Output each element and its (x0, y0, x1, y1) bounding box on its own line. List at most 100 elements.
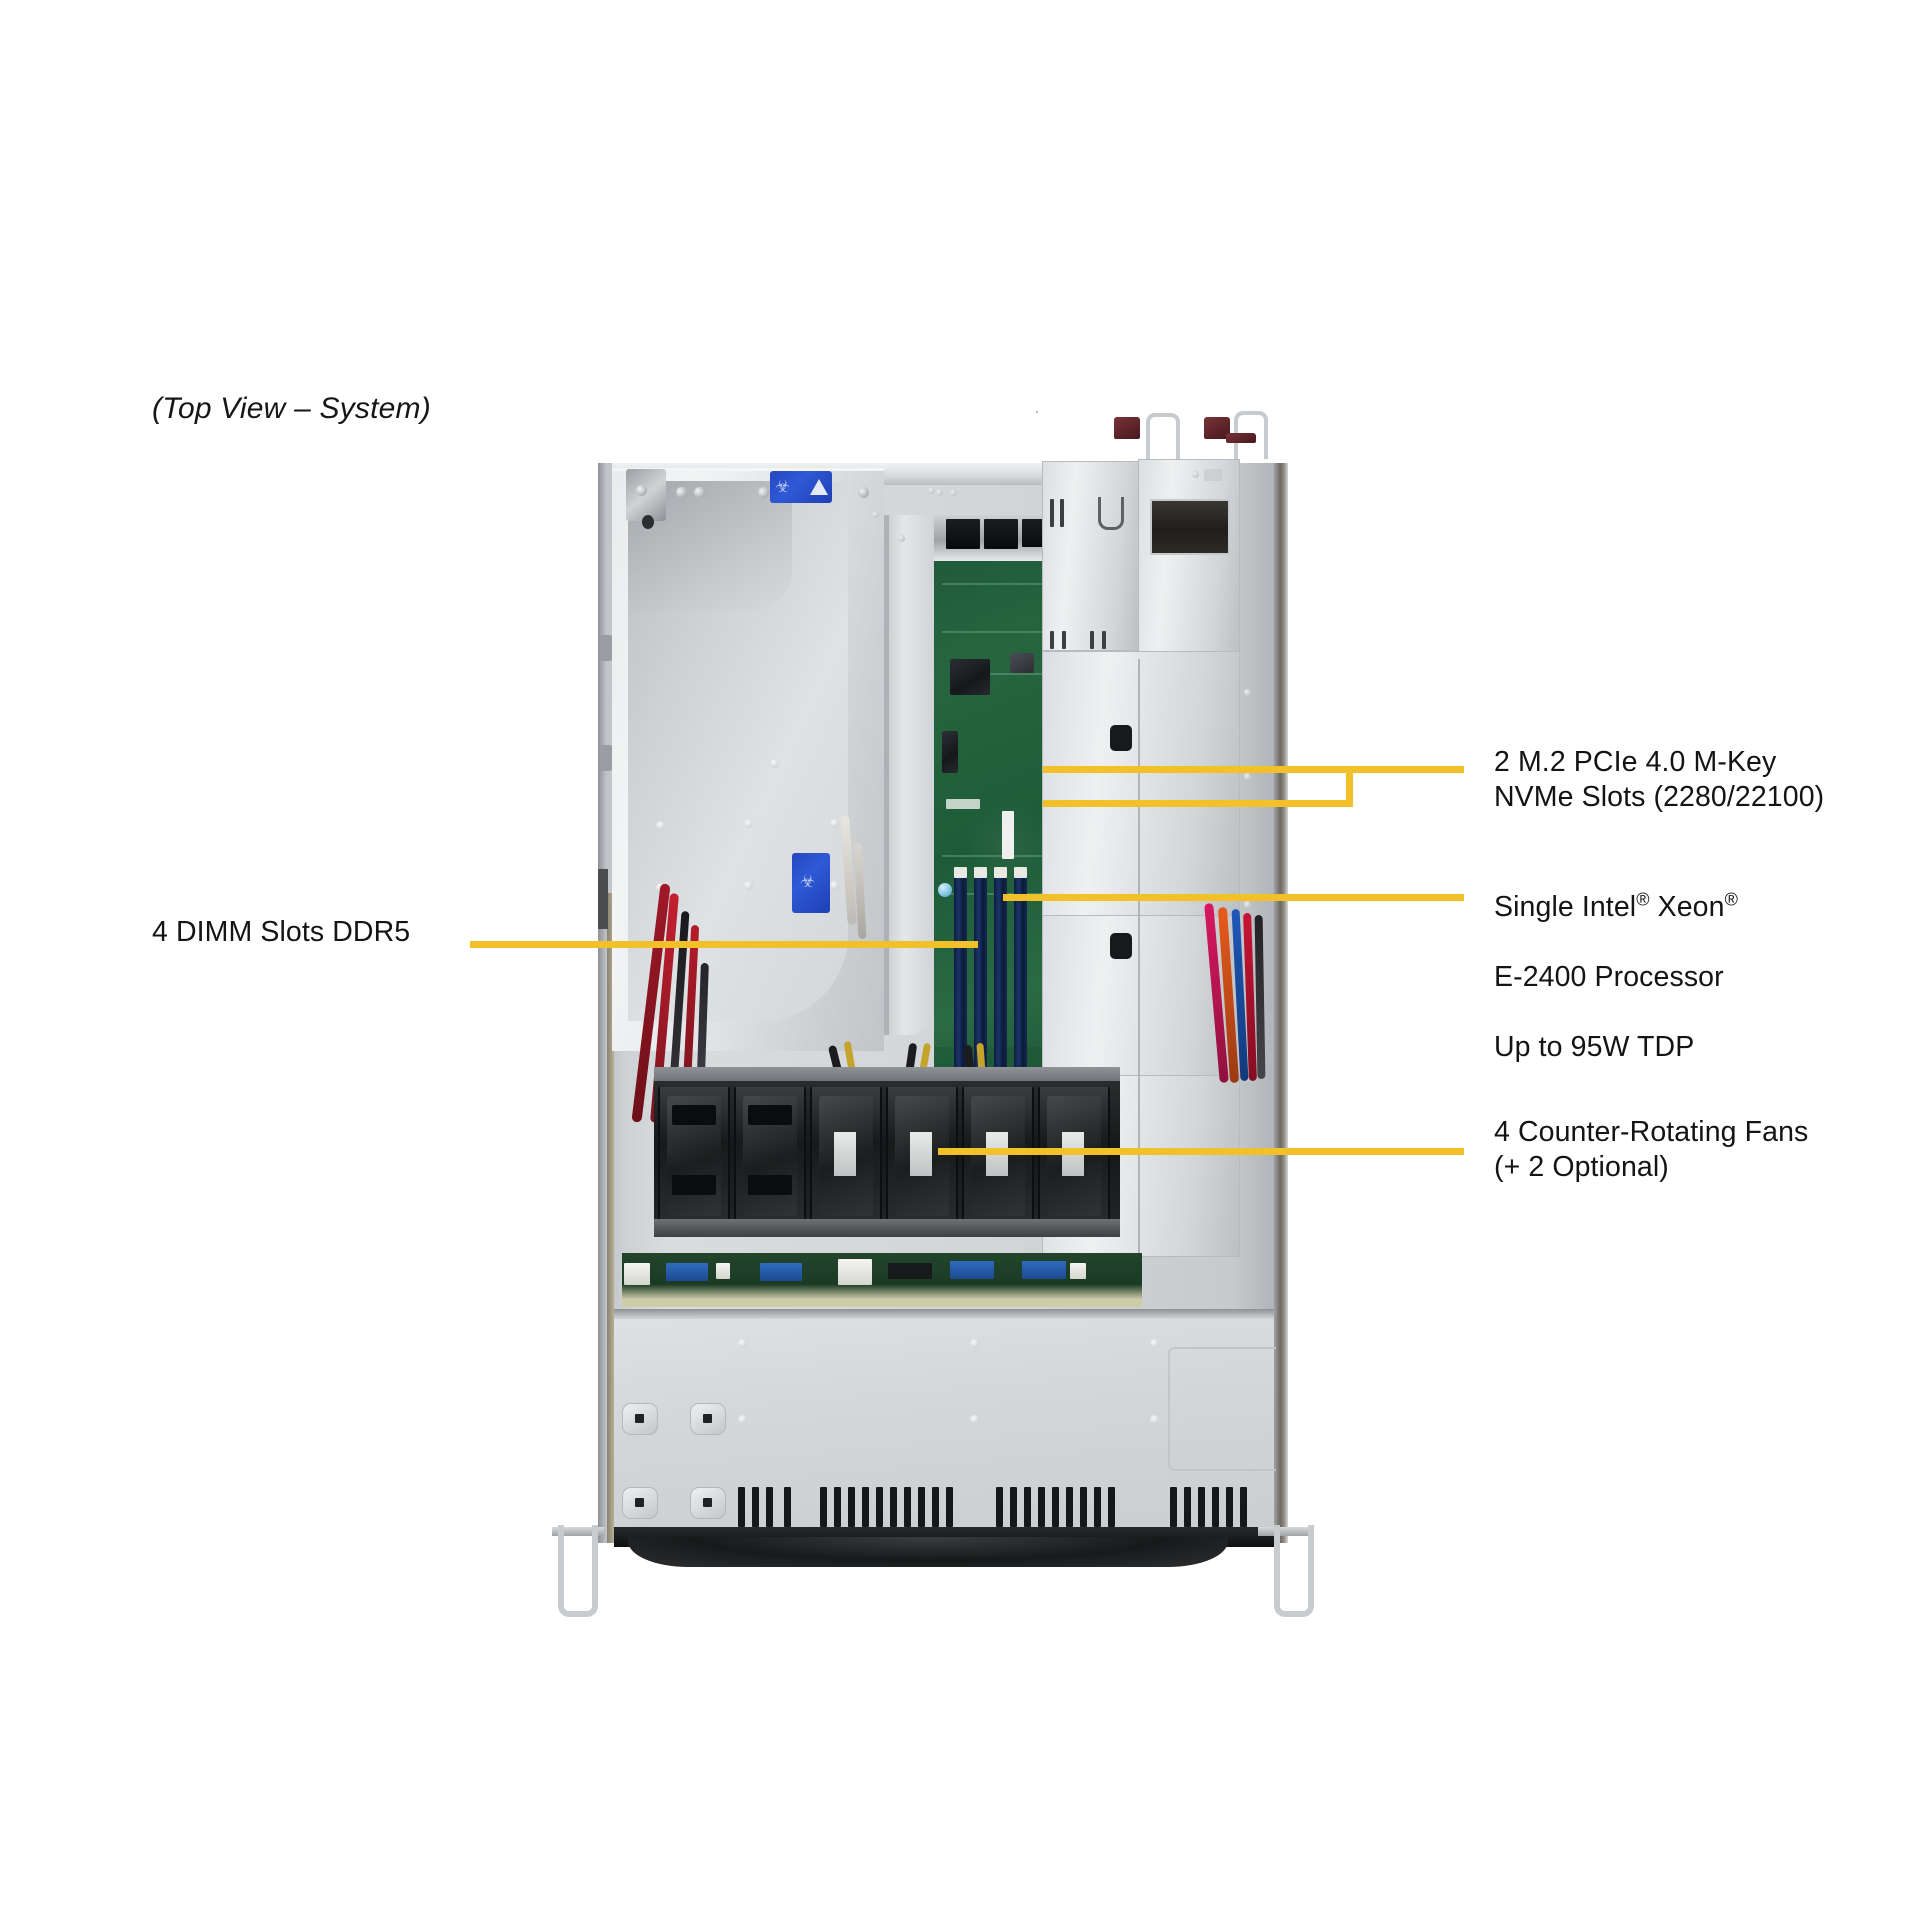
callout-label-m2: 2 M.2 PCIe 4.0 M-Key NVMe Slots (2280/22… (1494, 746, 1825, 813)
chassis-side-tab (600, 745, 612, 771)
dimm-slot (994, 877, 1007, 1109)
backplane-connector (1022, 1261, 1066, 1279)
front-vent (1052, 1487, 1059, 1527)
callout-label-fans: 4 Counter-Rotating Fans (+ 2 Optional) (1494, 1116, 1809, 1183)
warning-sticker-top: ☣ (770, 471, 832, 503)
leader-line-fans (938, 1148, 1464, 1155)
io-port (946, 519, 980, 549)
dimm-clip (974, 867, 987, 878)
front-vent (932, 1487, 939, 1527)
cover-dimple (830, 819, 839, 828)
rack-ear-right[interactable] (1274, 1525, 1314, 1617)
pan-dimple (970, 1339, 979, 1348)
front-bezel (628, 1537, 1228, 1567)
front-vent (862, 1487, 869, 1527)
cover-hinge-block (626, 469, 666, 521)
rack-ear-left[interactable] (558, 1525, 598, 1617)
screw (1192, 471, 1199, 478)
fan-cutout (748, 1105, 792, 1125)
front-vent (1226, 1487, 1233, 1527)
front-vent (946, 1487, 953, 1527)
pan-dimple (738, 1339, 747, 1348)
screw (928, 487, 935, 494)
air-shroud-wall-edge (884, 515, 889, 1035)
fan-module-3 (810, 1087, 882, 1227)
psu-release-arm (1226, 433, 1256, 443)
pan-tab-hole (703, 1498, 712, 1507)
screw (872, 511, 879, 518)
psu-vent (1050, 499, 1054, 527)
pan-mount-tab (690, 1403, 726, 1435)
pan-mount-tab (690, 1487, 726, 1519)
psu-vent (1050, 631, 1054, 649)
fan-cutout (672, 1105, 716, 1125)
front-pan-shade (614, 1309, 1274, 1319)
chassis-right-rail (1274, 463, 1288, 1543)
panel-seam (1138, 1075, 1140, 1255)
front-vent (1198, 1487, 1205, 1527)
screw (676, 487, 687, 498)
cover-dimple (770, 759, 779, 768)
silkscreen-label (946, 799, 980, 809)
front-vent (876, 1487, 883, 1527)
hand-icon: ☣ (800, 872, 816, 891)
io-port (984, 519, 1018, 549)
backplane-connector (950, 1261, 994, 1279)
registered-icon: ® (1724, 889, 1738, 910)
screw (1244, 773, 1251, 780)
callout-cpu-mid: Xeon (1649, 891, 1725, 923)
dimm-clip (954, 867, 967, 878)
screw (636, 485, 647, 496)
fan-label (834, 1132, 856, 1176)
psu-release-tab (1114, 417, 1140, 439)
pan-tab-hole (635, 1414, 644, 1423)
pan-panel-outline (1168, 1347, 1276, 1471)
screw (1244, 901, 1251, 908)
chassis-side-slot (598, 869, 608, 929)
pan-tab-hole (635, 1498, 644, 1507)
callout-cpu-line3: Up to 95W TDP (1494, 1031, 1695, 1063)
front-vent (996, 1487, 1003, 1527)
front-vent (1066, 1487, 1073, 1527)
screw (858, 487, 869, 498)
panel-seam (1138, 659, 1140, 915)
registered-icon: ® (1636, 889, 1650, 910)
psu-loop (1098, 497, 1124, 530)
hand-icon: ☣ (775, 477, 791, 496)
fan-module-6 (1038, 1087, 1110, 1227)
front-vent (1184, 1487, 1191, 1527)
front-vent (1038, 1487, 1045, 1527)
fan-module-1 (658, 1087, 730, 1227)
panel-seam (1138, 915, 1140, 1075)
psu-marking (1204, 469, 1222, 481)
cover-hinge-pin (642, 515, 654, 529)
front-vent (1080, 1487, 1087, 1527)
fan-module-2 (734, 1087, 806, 1227)
backplane-connector (666, 1263, 708, 1281)
leader-line-cpu (1003, 894, 1464, 901)
backplane-connector (838, 1259, 872, 1285)
fan-cutout (672, 1175, 716, 1195)
psu-module-a (1042, 461, 1140, 651)
cover-dimple (744, 819, 753, 828)
psu-vent (1090, 631, 1094, 649)
pan-mount-tab (622, 1487, 658, 1519)
fan-module-5 (962, 1087, 1034, 1227)
psu-handle (1146, 413, 1180, 459)
front-vent (766, 1487, 773, 1527)
backplane-connector (624, 1263, 650, 1285)
front-vent (918, 1487, 925, 1527)
air-shroud-wall (884, 515, 934, 1035)
chassis-left-tan-strip (607, 893, 614, 1543)
front-vent (904, 1487, 911, 1527)
callout-cpu-line2: E-2400 Processor (1494, 961, 1724, 993)
backplane-connector (760, 1263, 802, 1281)
soc-chip (1010, 653, 1034, 673)
fan-module-4 (886, 1087, 958, 1227)
pan-tab-hole (703, 1414, 712, 1423)
pan-mount-tab (622, 1403, 658, 1435)
psu-window (1150, 499, 1230, 555)
psu-vent (1062, 631, 1066, 649)
front-vent (1024, 1487, 1031, 1527)
